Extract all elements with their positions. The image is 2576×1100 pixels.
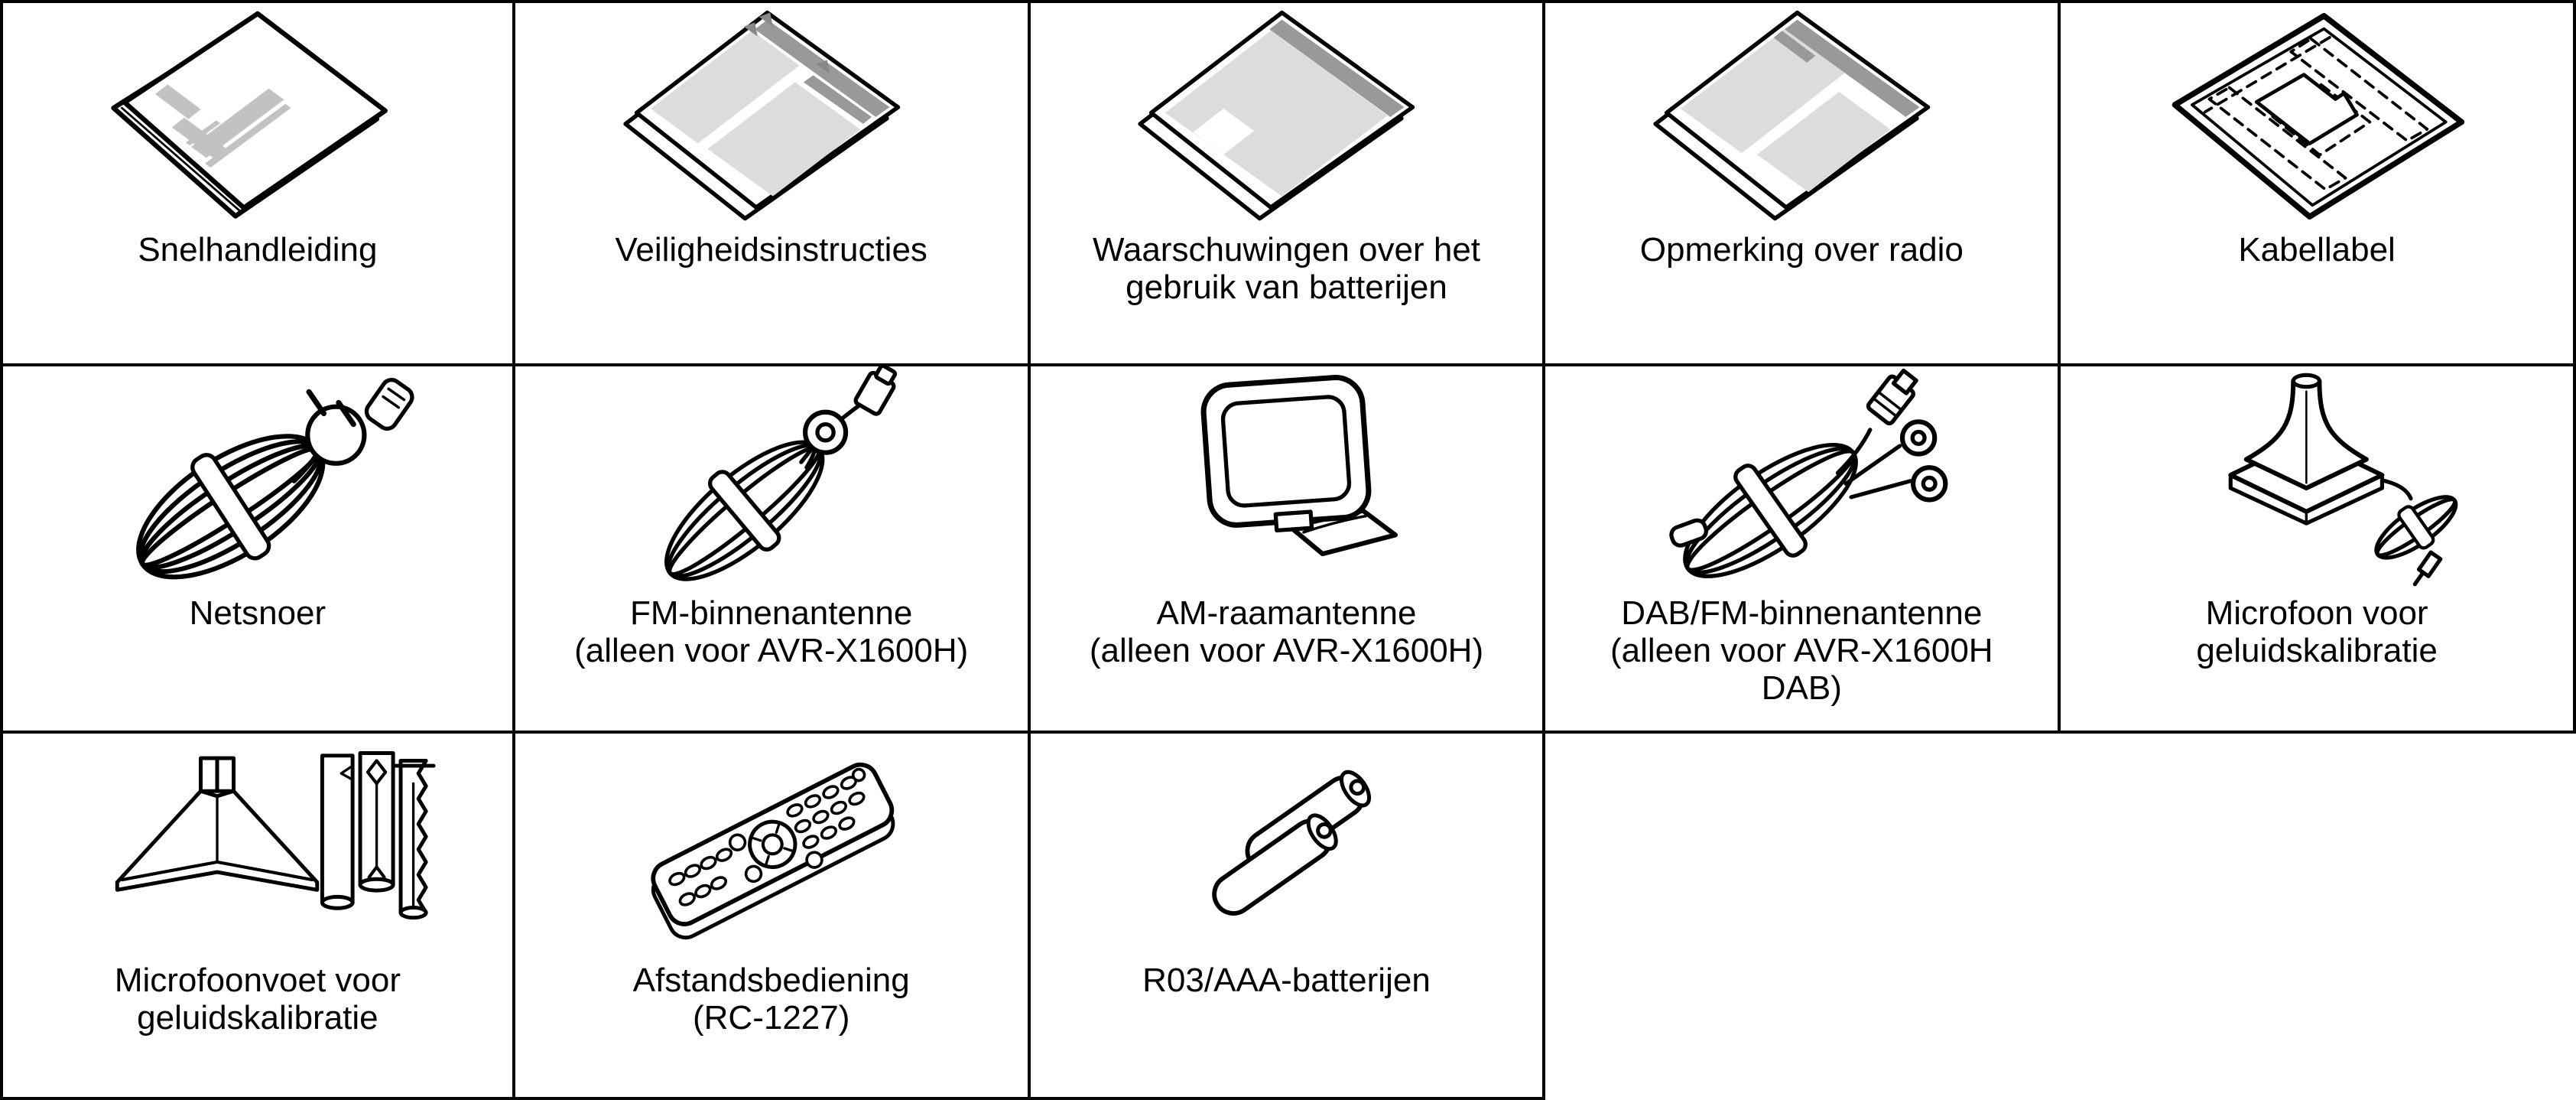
item-label: Kabellabel xyxy=(2238,231,2396,268)
power-cord-icon xyxy=(3,366,512,593)
item-label: Afstandsbediening (RC-1227) xyxy=(632,961,910,1037)
cell-microfoonvoet: Microfoonvoet voor geluidskalibratie xyxy=(0,733,515,1100)
item-label: Netsnoer xyxy=(189,594,326,633)
radio-note-leaflet-icon xyxy=(1545,3,2058,229)
am-loop-antenna-icon xyxy=(1031,366,1543,593)
sound-calibration-microphone-icon xyxy=(2061,366,2573,593)
item-label: AM-raamantenne (alleen voor AVR-X1600H) xyxy=(1089,594,1484,670)
quick-start-guide-icon xyxy=(3,3,512,229)
item-label: Veiligheidsinstructies xyxy=(615,231,927,268)
cell-opmerking-radio: Opmerking over radio xyxy=(1545,0,2061,367)
empty-cell xyxy=(2061,733,2576,1100)
dab-fm-indoor-antenna-icon xyxy=(1545,366,2058,593)
cell-kabellabel: Kabellabel xyxy=(2061,0,2576,367)
cable-label-sheet-icon xyxy=(2061,3,2573,229)
cell-microfoon: Microfoon voor geluidskalibratie xyxy=(2061,366,2576,734)
fm-indoor-antenna-icon xyxy=(515,366,1028,593)
item-label: Snelhandleiding xyxy=(138,231,378,268)
remote-control-icon xyxy=(515,734,1028,960)
item-label: FM-binnenantenne (alleen voor AVR-X1600H… xyxy=(574,594,969,670)
aaa-batteries-icon xyxy=(1031,734,1543,960)
item-label: Waarschuwingen over het gebruik van batt… xyxy=(1092,231,1481,306)
item-label: DAB/FM-binnenantenne (alleen voor AVR-X1… xyxy=(1610,594,1993,708)
empty-cell xyxy=(1545,733,2061,1100)
battery-warning-leaflet-icon xyxy=(1031,3,1543,229)
microphone-stand-icon xyxy=(3,734,512,960)
item-label: R03/AAA-batterijen xyxy=(1142,961,1431,999)
item-label: Microfoon voor geluidskalibratie xyxy=(2196,594,2438,670)
cell-dab-fm-binnenantenne: DAB/FM-binnenantenne (alleen voor AVR-X1… xyxy=(1545,366,2061,734)
cell-batterijen: R03/AAA-batterijen xyxy=(1030,733,1546,1100)
cell-am-raamantenne: AM-raamantenne (alleen voor AVR-X1600H) xyxy=(1030,366,1546,734)
item-label: Microfoonvoet voor geluidskalibratie xyxy=(114,961,401,1037)
cell-snelhandleiding: Snelhandleiding xyxy=(0,0,515,367)
item-label: Opmerking over radio xyxy=(1639,231,1964,268)
cell-veiligheidsinstructies: Veiligheidsinstructies xyxy=(515,0,1031,367)
safety-instructions-leaflet-icon xyxy=(515,3,1028,229)
cell-fm-binnenantenne: FM-binnenantenne (alleen voor AVR-X1600H… xyxy=(515,366,1031,734)
cell-afstandsbediening: Afstandsbediening (RC-1227) xyxy=(515,733,1031,1100)
cell-waarschuwingen-batterijen: Waarschuwingen over het gebruik van batt… xyxy=(1030,0,1546,367)
cell-netsnoer: Netsnoer xyxy=(0,366,515,734)
